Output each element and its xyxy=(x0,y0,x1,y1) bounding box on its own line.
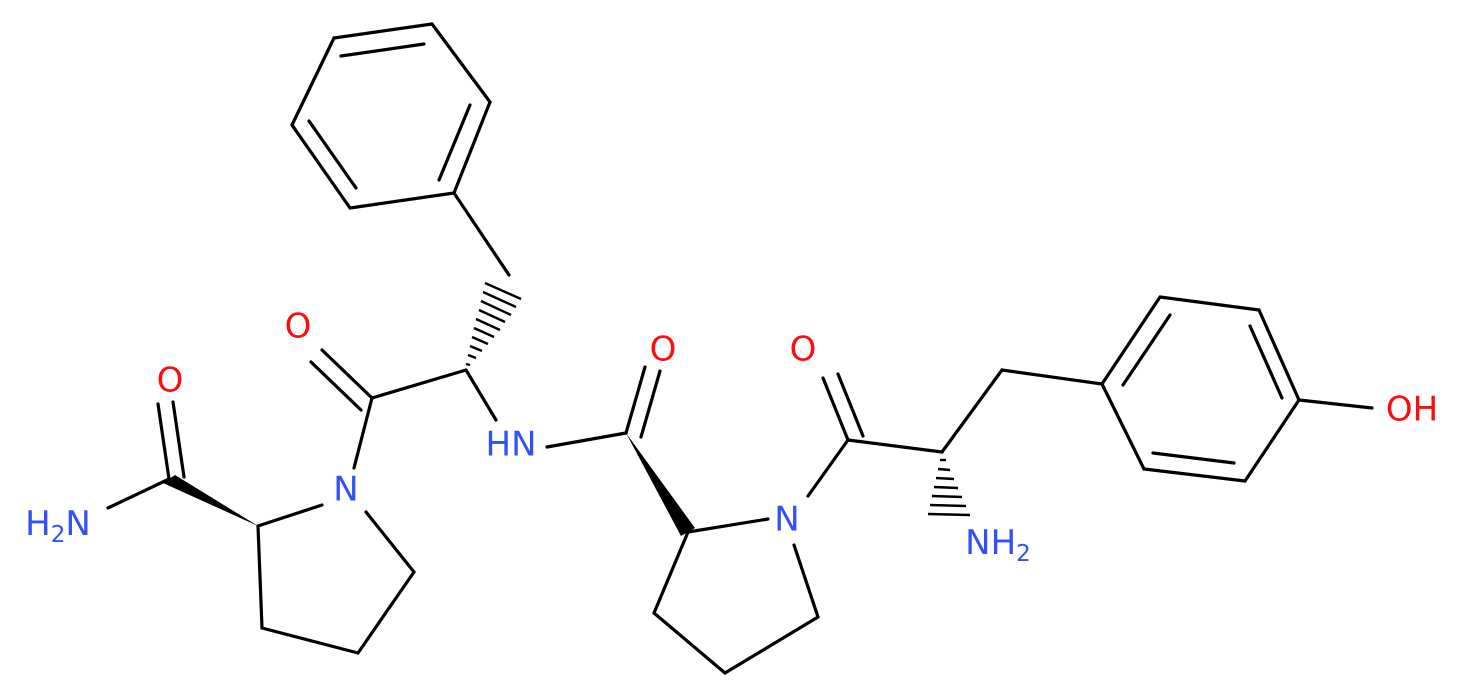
oxygen-atom-pro2-carbonyl: O xyxy=(650,330,677,370)
nitrogen-atom-pro2: N xyxy=(774,500,799,540)
tyr-backbone xyxy=(806,368,1104,517)
oxygen-atom-tyr-carbonyl: O xyxy=(790,330,817,370)
phenyl-ring xyxy=(290,22,492,210)
solid-wedge-pro2 xyxy=(626,433,695,536)
hashed-wedge-tyr xyxy=(927,458,971,517)
pyrrolidine-ring-2 xyxy=(652,517,820,675)
nitrogen-atom-pro1: N xyxy=(333,470,358,510)
oxygen-atom-phe-carbonyl: O xyxy=(285,307,312,347)
amine-nh2-left: H2N xyxy=(25,504,91,548)
hashed-wedge-phe xyxy=(465,281,522,367)
amine-nh2-tyr: NH2 xyxy=(965,523,1031,567)
phe-backbone xyxy=(309,191,522,470)
pyrrolidine-ring-1 xyxy=(256,503,416,655)
phenol-ring xyxy=(1100,295,1374,483)
solid-wedge-pro1 xyxy=(163,475,258,526)
oxygen-atom-left-amide: O xyxy=(157,361,184,401)
central-amide xyxy=(545,365,695,536)
carboxamide-left xyxy=(106,400,258,526)
hydroxyl-oh: OH xyxy=(1386,390,1438,430)
amide-nh: HN xyxy=(486,425,537,465)
